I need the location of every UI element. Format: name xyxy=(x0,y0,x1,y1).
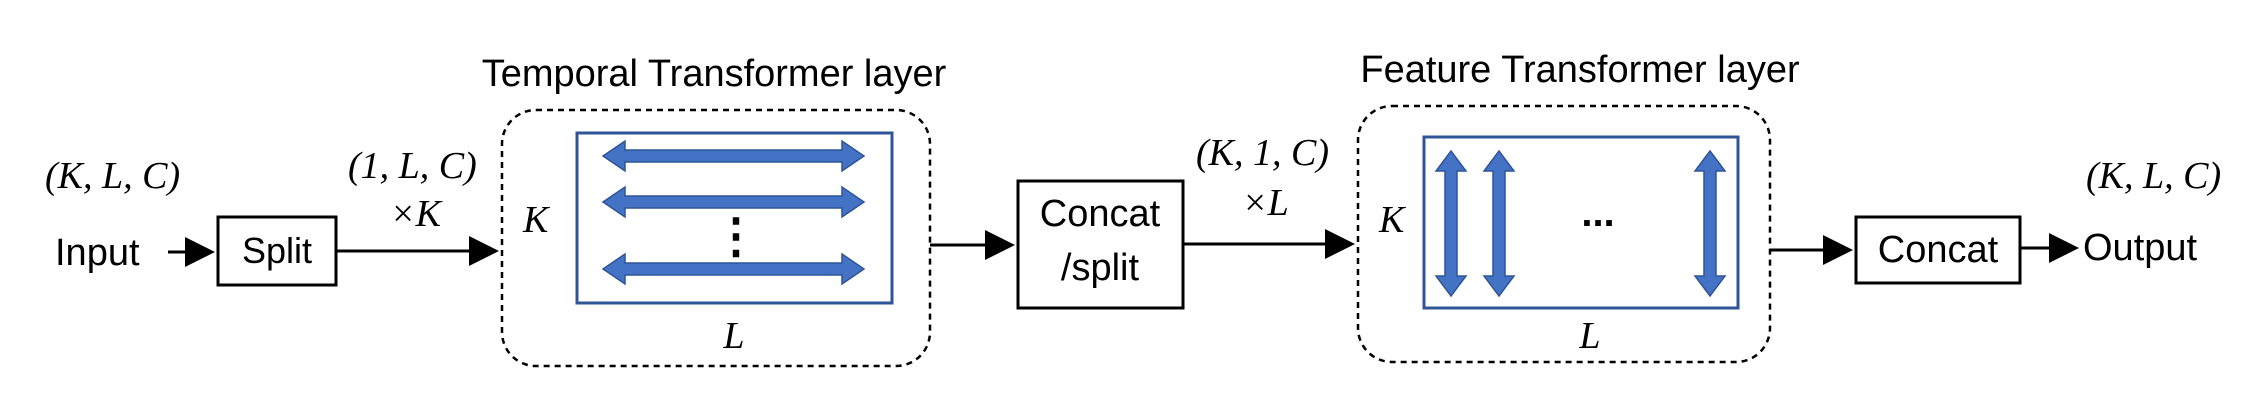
temporal-layer-title: Temporal Transformer layer xyxy=(482,53,947,95)
concat-split-times-label: ×L xyxy=(1242,182,1289,224)
concat-split-label-line2: /split xyxy=(1061,247,1140,289)
feature-horizontal-ellipsis: ... xyxy=(1581,191,1614,235)
split-label: Split xyxy=(242,230,312,271)
feature-l-label: L xyxy=(1578,315,1600,357)
input-shape-label: (K, L, C) xyxy=(45,155,180,197)
temporal-double-arrow xyxy=(601,252,866,286)
temporal-k-label: K xyxy=(522,199,550,241)
concat-split-label-line1: Concat xyxy=(1040,193,1161,235)
input-label: Input xyxy=(55,232,140,274)
concat-box xyxy=(1854,215,2022,285)
concat-split-shape-label: (K, 1, C) xyxy=(1196,132,1329,174)
feature-double-arrow xyxy=(1693,149,1727,298)
output-shape-label: (K, L, C) xyxy=(2086,155,2221,197)
temporal-vertical-ellipsis: ⋮ xyxy=(712,210,760,263)
feature-k-label: K xyxy=(1378,199,1406,241)
concat-label: Concat xyxy=(1878,229,1999,271)
concat-split-box xyxy=(1016,179,1185,310)
output-label: Output xyxy=(2083,227,2198,269)
feature-double-arrow xyxy=(1434,149,1468,298)
feature-layer-title: Feature Transformer layer xyxy=(1360,49,1800,91)
split-shape-label: (1, L, C) xyxy=(348,145,477,187)
feature-inner-box xyxy=(1422,135,1740,310)
temporal-l-label: L xyxy=(722,315,744,357)
feature-double-arrow xyxy=(1482,149,1516,298)
temporal-layer-frame xyxy=(500,108,932,368)
split-times-label: ×K xyxy=(390,193,443,235)
temporal-double-arrow xyxy=(601,139,866,173)
temporal-double-arrow xyxy=(601,185,866,219)
